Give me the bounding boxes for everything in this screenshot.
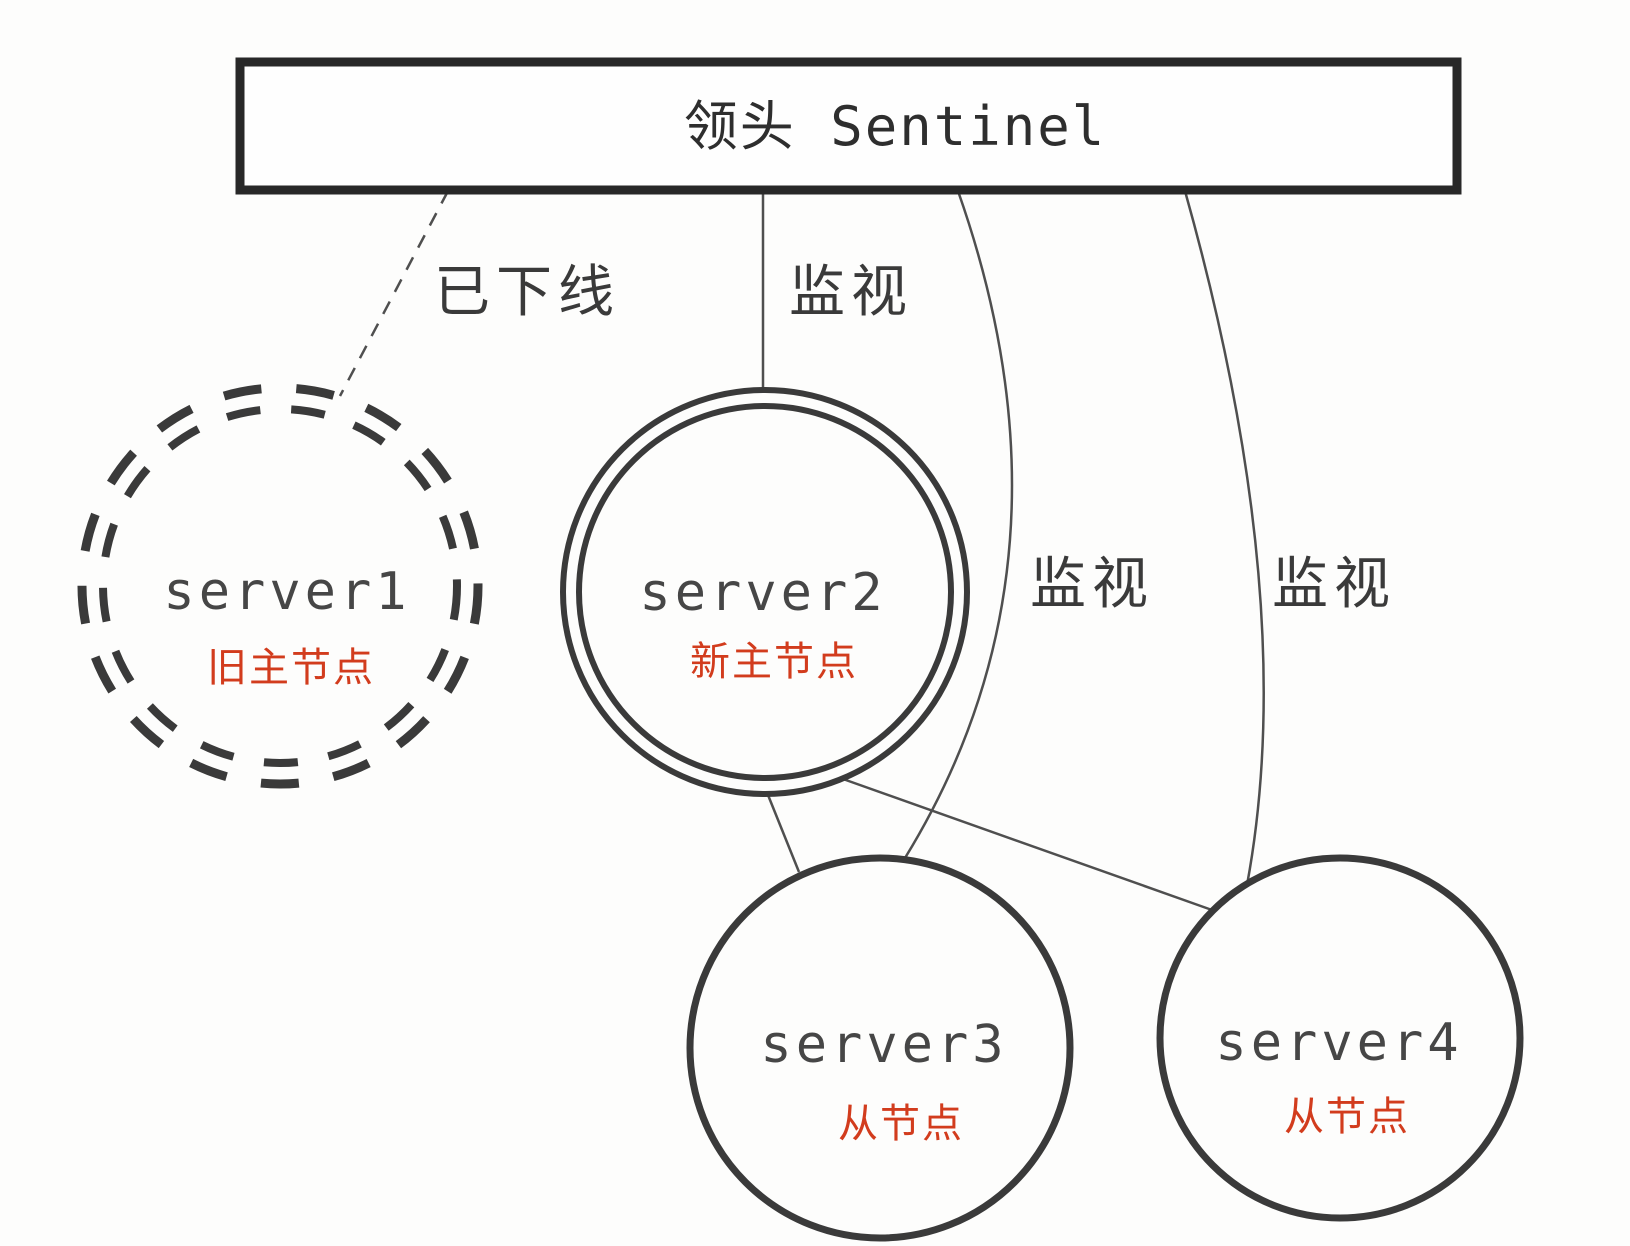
edge-server2-server3-line xyxy=(766,794,801,873)
server2-circle-outer xyxy=(560,387,970,797)
server2-name: server2 xyxy=(639,563,887,623)
server4-circle xyxy=(1156,854,1524,1222)
server1-name: server1 xyxy=(163,562,411,622)
edge-server2-server4-line xyxy=(842,777,1213,912)
server3-name: server3 xyxy=(760,1015,1008,1075)
server3-role-label: 从节点 xyxy=(838,1101,964,1147)
server1-circle-inner xyxy=(99,405,461,767)
sentinel-box xyxy=(235,57,1462,195)
server1-circle-outer xyxy=(77,383,483,789)
edge-monitor-server4-curve xyxy=(1183,190,1265,886)
edge-label-monitor-server3: 监视 xyxy=(1030,552,1154,617)
edge-monitor-server3-curve xyxy=(903,190,1014,859)
edge-label-offline: 已下线 xyxy=(434,260,620,325)
server3-circle xyxy=(686,854,1074,1242)
edge-label-monitor-server4: 监视 xyxy=(1272,552,1396,617)
server4-name: server4 xyxy=(1215,1013,1463,1073)
server2-circle-inner xyxy=(576,403,954,781)
server1-role-label: 旧主节点 xyxy=(207,645,375,691)
server4-role-label: 从节点 xyxy=(1284,1094,1410,1140)
sentinel-box-label: 领头 Sentinel xyxy=(683,95,1107,158)
edge-label-monitor-server2: 监视 xyxy=(789,260,913,325)
server2-role-label: 新主节点 xyxy=(690,639,858,685)
edge-offline-dashed-line xyxy=(338,190,450,397)
